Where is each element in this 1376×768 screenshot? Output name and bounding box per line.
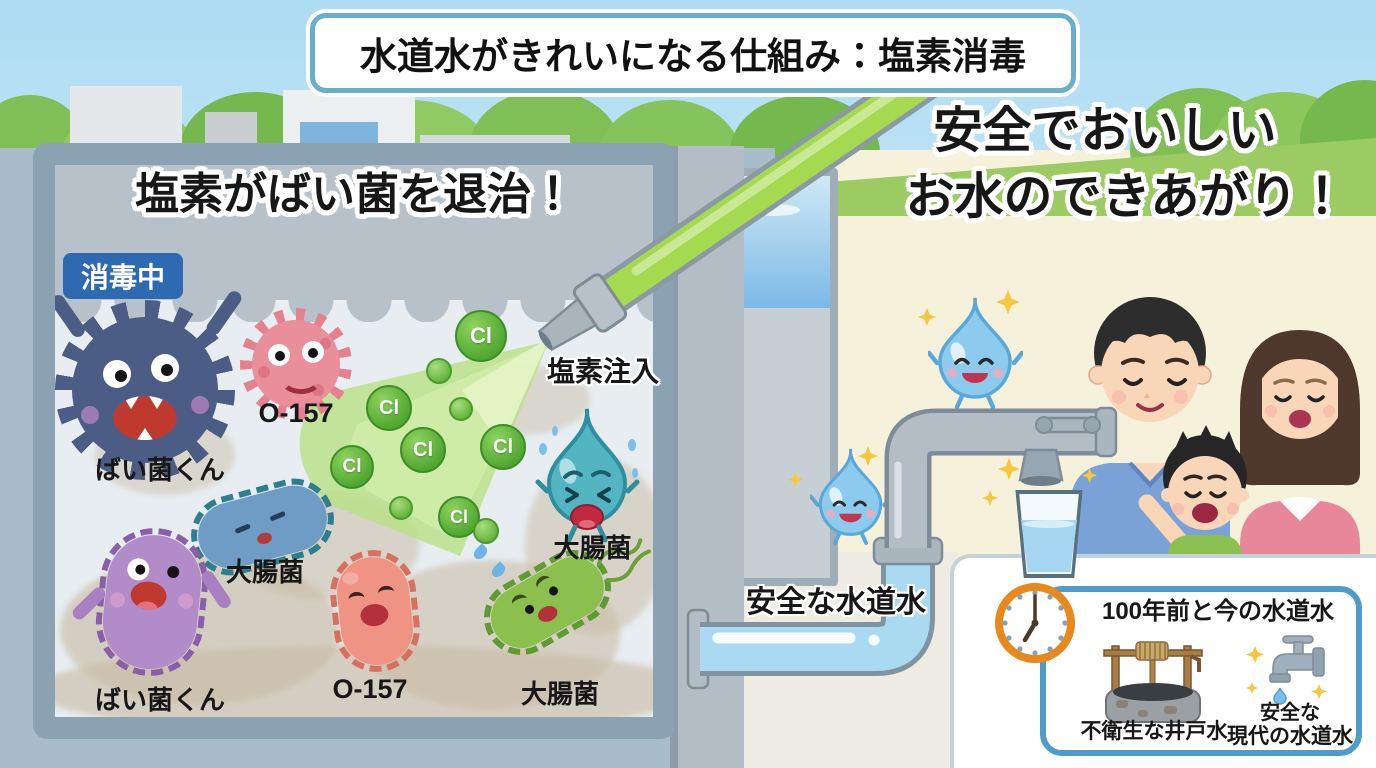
cl-bubble: Cl (330, 445, 374, 489)
sparkle-icon (996, 290, 1020, 314)
well-icon (1103, 641, 1203, 723)
germ-spot (258, 366, 270, 378)
cl-bubble: Cl (438, 496, 480, 538)
tank-outer-wall (670, 146, 744, 768)
germ-eye (268, 344, 290, 366)
modern-faucet-caption-line1: 安全な (1260, 702, 1320, 724)
cl-bubble: Cl (366, 385, 412, 431)
germ-rod-green (470, 536, 652, 669)
germ-rod-purple (70, 522, 234, 682)
sparkle-icon (1082, 468, 1097, 483)
result-title-line2: お水のできあがり！ (905, 170, 1347, 224)
germ-eye (151, 354, 179, 382)
cl-bubble: Cl (400, 427, 446, 473)
cl-bubble: Cl (480, 424, 526, 470)
germ-eye (302, 341, 324, 363)
pipe-label: 安全な水道水 (746, 586, 926, 619)
sparkle-icon (858, 446, 878, 466)
germ-label: ばい菌くん (94, 455, 225, 485)
injection-label: 塩素注入 (546, 356, 659, 387)
glass-water-surface (1023, 520, 1075, 528)
chlorine-bubble (473, 518, 499, 544)
water-drop-character (810, 448, 892, 545)
germ-eye (103, 360, 131, 388)
disinfection-tank: 塩素がばい菌を退治！ 消毒中 ばい菌くん (33, 143, 675, 739)
germ-label: 大腸菌 (225, 557, 304, 587)
germ-mouth (113, 396, 177, 440)
clock-icon (995, 583, 1075, 663)
disinfecting-badge: 消毒中 (63, 253, 183, 299)
germ-drop-teal (535, 408, 640, 543)
sparkle-icon (918, 308, 936, 326)
header-banner: 水道水がきれいになる仕組み：塩素消毒 (310, 13, 1076, 93)
germ-rod-salmon (325, 545, 425, 677)
water-highlight (748, 204, 800, 216)
column-water (742, 176, 830, 308)
germ-cheek (191, 396, 209, 414)
header-title: 水道水がきれいになる仕組み：塩素消毒 (360, 36, 1026, 77)
water-glass (1014, 490, 1084, 578)
tank-waterline (55, 300, 653, 322)
modern-faucet-caption-line2: 現代の水道水 (1227, 725, 1353, 748)
germ-label: 大腸菌 (553, 533, 632, 563)
germ-flagella (596, 538, 652, 583)
germ-fuzzy-navy (55, 288, 245, 480)
chlorine-bubble (389, 496, 413, 520)
germ-arm (55, 292, 88, 340)
germ-label: 大腸菌 (520, 679, 599, 709)
result-title-line1: 安全でおいしい (933, 104, 1277, 158)
modern-faucet-icon (1246, 635, 1327, 705)
sparkle-icon (998, 458, 1020, 480)
family-illustration (1070, 297, 1360, 575)
germ-label: O-157 (258, 398, 334, 428)
tank-title: 塩素がばい菌を退治！ (135, 170, 575, 219)
germ-mouth (280, 364, 322, 394)
chlorine-bubble (449, 397, 473, 421)
germ-label: O-157 (332, 674, 408, 704)
well-caption: 不衛生な井戸水 (1080, 720, 1228, 743)
water-drop-character (928, 297, 1023, 410)
cl-bubble: Cl (455, 310, 507, 362)
germ-spiky-pink (240, 308, 352, 420)
germ-label: ばい菌くん (94, 685, 225, 715)
history-title: 100年前と今の水道水 (1101, 598, 1335, 625)
mother (1240, 330, 1360, 575)
germ-cheek (81, 406, 99, 424)
sparkle-icon (982, 490, 998, 506)
chlorine-bubble (426, 358, 452, 384)
germ-spot (320, 338, 331, 349)
sparkle-icon (788, 472, 803, 487)
germ-body (72, 317, 218, 463)
